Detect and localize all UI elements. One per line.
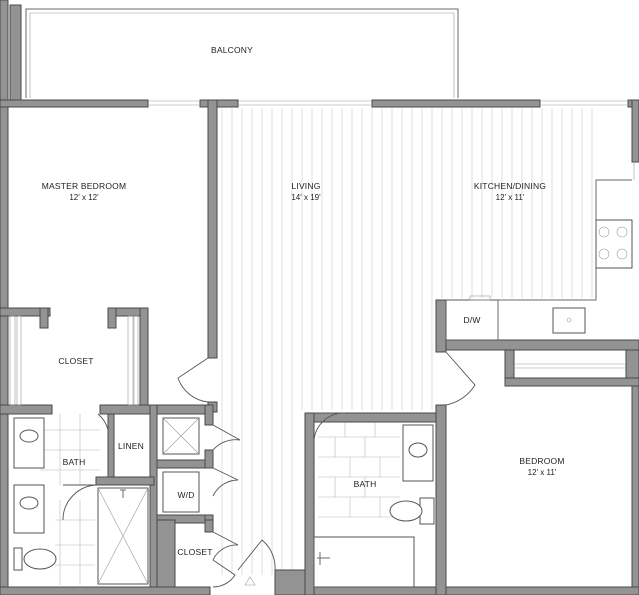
hall-closet-label: CLOSET [177,547,212,557]
interior-walls [0,99,639,595]
second-bath-tile [318,422,400,518]
living-size: 14' x 19' [291,193,321,202]
bedroom-label: BEDROOM [519,456,564,466]
room-labels: BALCONY MASTER BEDROOM 12' x 12' LIVING … [42,45,565,557]
master-bedroom-size: 12' x 12' [69,193,99,202]
balcony-outline [9,4,459,101]
door-swings [177,351,476,588]
living-floor-pattern [221,108,593,575]
master-bath-tile [40,414,100,585]
kitchen-dining-label: KITCHEN/DINING [474,181,546,191]
utility-fixtures [162,417,200,513]
dishwasher-label: D/W [463,315,480,325]
washer-dryer-label: W/D [177,490,194,500]
master-bedroom-label: MASTER BEDROOM [42,181,127,191]
bedroom-closet-doors [514,363,626,369]
master-bath-fixtures [13,413,149,585]
living-label: LIVING [291,181,320,191]
linen-label: LINEN [118,441,144,451]
second-bath-fixtures [313,424,435,588]
master-bath-label: BATH [63,457,86,467]
kitchen-dining-size: 12' x 11' [496,193,525,202]
second-bath-label: BATH [354,479,377,489]
bedroom-size: 12' x 11' [528,468,557,477]
kitchen-counters [445,179,633,341]
balcony-label: BALCONY [211,45,253,55]
master-closet-label: CLOSET [58,356,93,366]
master-closet-doors [9,315,139,406]
window-lines [148,100,635,440]
